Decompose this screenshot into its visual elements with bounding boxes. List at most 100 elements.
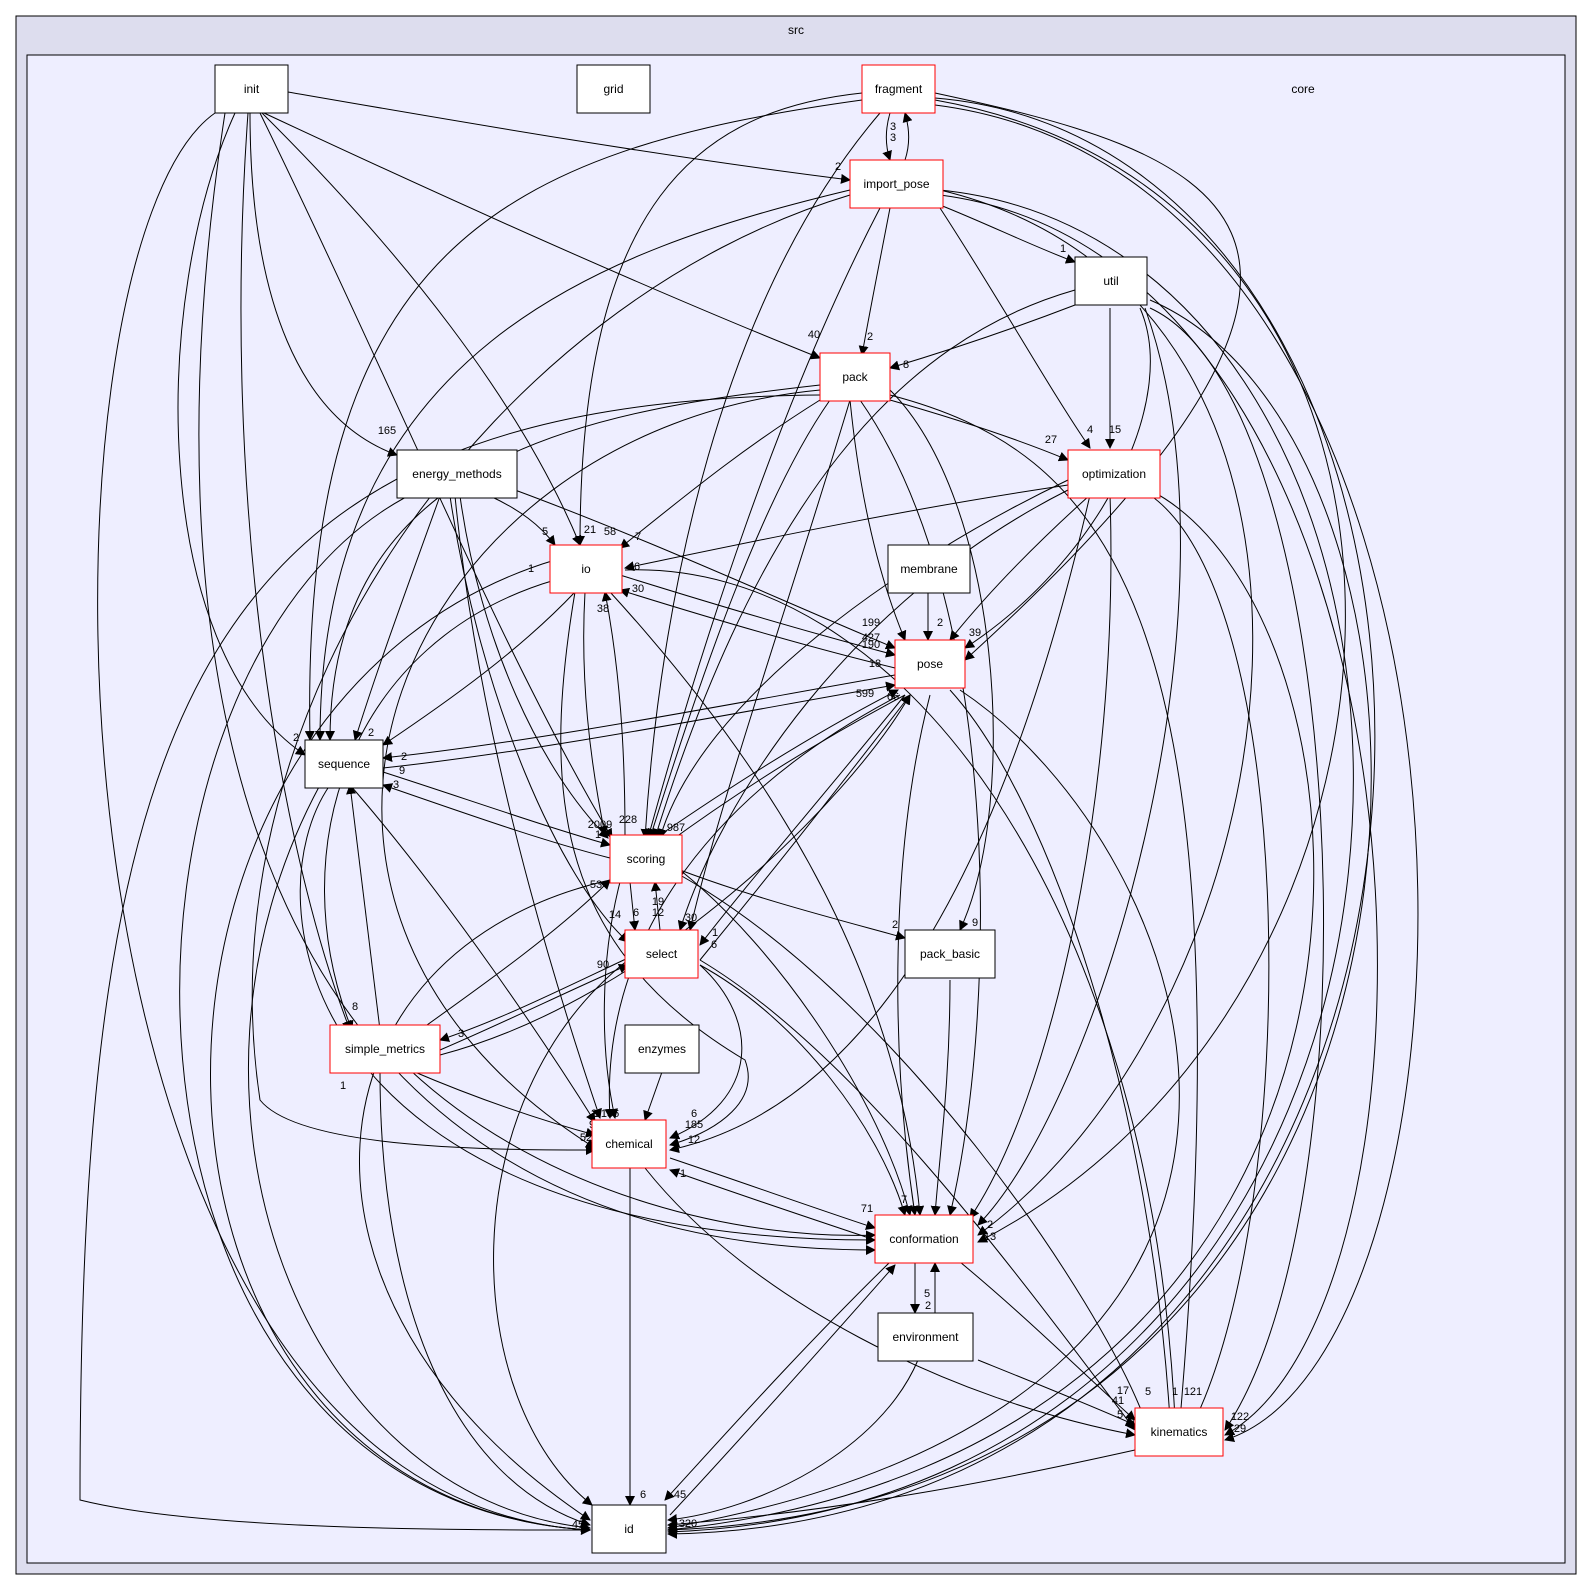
edge-label: 2 [925,1300,931,1312]
node-sequence[interactable]: sequence [304,739,384,789]
edge-label: 15 [1109,424,1121,436]
edge-label: 30 [632,583,644,595]
edge-label: 3 [458,1028,464,1040]
node-box [591,1119,667,1169]
node-label: energy_methods [412,467,501,481]
node-label: sequence [318,757,370,771]
cluster-src-label: src [788,23,804,37]
node-box [591,1504,667,1554]
edge-label: 2009 [588,819,612,831]
node-optimization[interactable]: optimization [1067,449,1161,499]
edge-label: 3 [890,121,896,133]
edge-label: 71 [861,1203,873,1215]
node-box [819,352,891,402]
node-box [887,544,971,594]
edge-label: 6 [634,561,640,573]
node-scoring[interactable]: scoring [609,834,683,884]
edge-label: 8 [352,1001,358,1013]
node-label: chemical [605,1137,652,1151]
edge-label: 3 [890,132,896,144]
node-conformation[interactable]: conformation [874,1214,974,1264]
node-select[interactable]: select [624,929,699,979]
node-box [304,739,384,789]
node-label: util [1103,274,1118,288]
edge-label: 6 [640,1489,646,1501]
edge-label: 185 [685,1119,703,1131]
edge-label: 5 [542,526,548,538]
node-pose[interactable]: pose [894,639,966,689]
edge-label: 2 [937,617,943,629]
node-box [576,64,651,114]
edge-label: 12 [652,907,664,919]
node-box [1067,449,1161,499]
node-label: select [646,947,678,961]
edge-label: 41 [1112,1395,1124,1407]
edge-label: 987 [667,822,685,834]
cluster-core [26,54,1566,1564]
node-simple-metrics[interactable]: simple_metrics [329,1024,441,1074]
edges [79,91,1419,1539]
node-label: kinematics [1151,1425,1208,1439]
node-io[interactable]: io [549,544,623,594]
node-box [624,1024,700,1074]
node-label: pose [917,657,943,671]
edge-label: 320 [679,1518,697,1530]
node-label: simple_metrics [345,1042,425,1056]
edge-label: 66 [887,691,899,703]
node-label: scoring [627,852,666,866]
node-grid[interactable]: grid [576,64,651,114]
node-box [396,449,518,499]
node-label: grid [603,82,623,96]
node-box [894,639,966,689]
node-pack[interactable]: pack [819,352,891,402]
node-label: environment [892,1330,959,1344]
edge-label: 7 [901,1194,907,1206]
edge-label: 8 [903,359,909,371]
edge-label: 165 [378,425,396,437]
edge-label: 5 [1117,1409,1123,1421]
edge-label: 58 [604,526,616,538]
node-box [624,929,699,979]
edge-label: 90 [597,959,609,971]
node-chemical[interactable]: chemical [591,1119,667,1169]
node-energy-methods[interactable]: energy_methods [396,449,518,499]
edge-label: 2 [591,1108,597,1120]
node-pack-basic[interactable]: pack_basic [904,929,996,979]
edge-label: 13 [984,1231,996,1243]
edge-label: 17 [1117,1385,1129,1397]
edge-label: 199 [862,617,880,629]
edge-label: 9 [399,765,405,777]
edge-label: 45 [572,1519,584,1531]
node-util[interactable]: util [1074,256,1148,306]
node-label: import_pose [863,177,929,191]
node-box [214,64,289,114]
node-enzymes[interactable]: enzymes [624,1024,700,1074]
cluster-core-label: core [1291,82,1315,96]
edge-label: 2 [401,751,407,763]
edge-label: 5 [1145,1386,1151,1398]
edge-label: 7 [635,531,641,543]
edge-label: 122 [1231,1411,1249,1423]
edge-label: 45 [674,1489,686,1501]
edge-label: 38 [597,603,609,615]
edge-label: 3 [393,779,399,791]
edge-label: 39 [969,627,981,639]
edge-label: 2 [835,161,841,173]
node-box [861,64,936,114]
node-id[interactable]: id [591,1504,667,1554]
node-fragment[interactable]: fragment [861,64,936,114]
node-kinematics[interactable]: kinematics [1134,1407,1224,1457]
edge-label: 1 [1172,1386,1178,1398]
edge-label: 29 [1234,1423,1246,1435]
edge-label: 6 [633,907,639,919]
node-init[interactable]: init [214,64,289,114]
node-import-pose[interactable]: import_pose [849,159,944,209]
node-environment[interactable]: environment [877,1312,974,1362]
node-membrane[interactable]: membrane [887,544,971,594]
edge-label: 5 [924,1288,930,1300]
node-box [849,159,944,209]
edge-label: 1 [528,563,534,575]
edge-label: 21 [584,524,596,536]
edge-label: 427 [862,632,880,644]
node-box [549,544,623,594]
